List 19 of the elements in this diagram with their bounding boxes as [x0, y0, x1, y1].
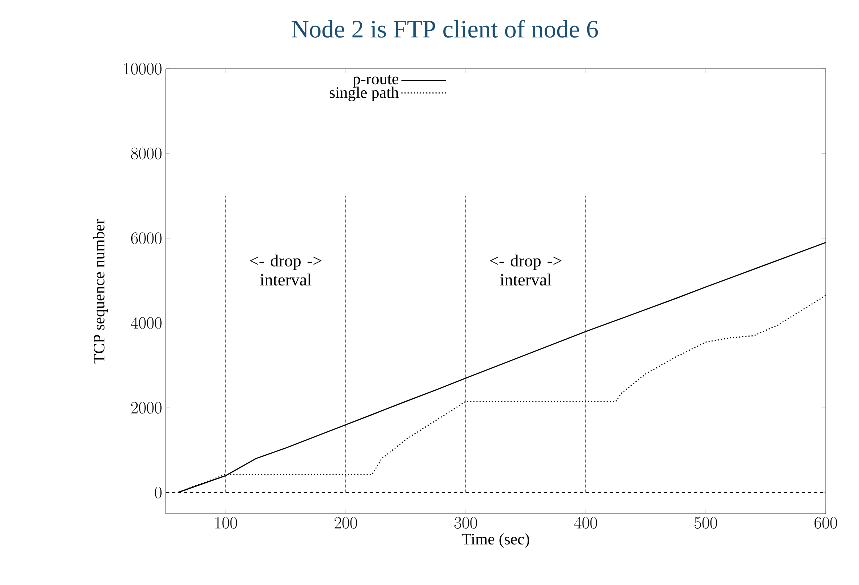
y-tick-label: 0: [155, 486, 162, 499]
legend-label: single path: [330, 86, 399, 102]
annotation: <- drop -> interval: [250, 254, 322, 286]
y-tick-label: 2000: [131, 402, 162, 414]
y-tick-label: 4000: [131, 317, 162, 330]
y-tick-label: 6000: [131, 232, 162, 244]
x-tick-label: 600: [814, 517, 838, 529]
y-tick-label: 8000: [131, 148, 162, 160]
chart-title: Node 2 is FTP client of node 6: [292, 20, 598, 38]
annotation: <- drop -> interval: [490, 254, 562, 286]
legend-label: p-route: [353, 75, 399, 88]
x-tick-label: 500: [694, 517, 718, 529]
x-tick-label: 300: [454, 517, 478, 529]
y-axis-title: TCP sequence number: [93, 219, 108, 364]
x-tick-label: 400: [574, 517, 598, 529]
x-tick-label: 200: [334, 517, 358, 529]
y-tick-label: 10000: [124, 63, 162, 75]
x-tick-label: 100: [216, 517, 238, 529]
x-axis-title: Time (sec): [462, 534, 530, 548]
